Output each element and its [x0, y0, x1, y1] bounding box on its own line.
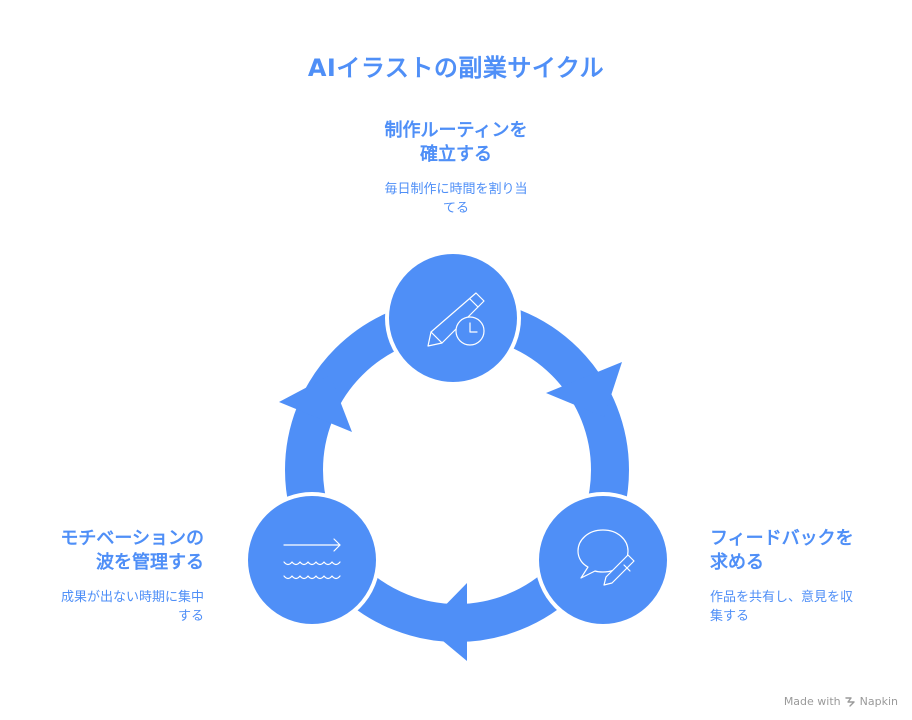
speech-bubble-pencil-icon [577, 529, 635, 586]
step-3-desc-line1: 成果が出ない時期に集中 [60, 590, 204, 605]
step-2-desc-line1: 作品を共有し、意見を収 [710, 590, 854, 605]
step-1-desc-line1: 毎日制作に時間を割り当 [384, 182, 528, 197]
arrow-waves-icon [283, 538, 341, 580]
step-3-description: 成果が出ない時期に集中 する [10, 588, 204, 626]
step-2-description: 作品を共有し、意見を収 集する [710, 588, 900, 626]
step-3-heading-line2: 波を管理する [96, 552, 204, 573]
cycle-arrow-bottom [425, 583, 467, 661]
step-3-heading-line1: モチベーションの [60, 528, 204, 549]
step-1-heading-line2: 確立する [420, 144, 492, 165]
step-node-1 [385, 250, 521, 386]
made-with-credit[interactable]: Made with Napkin [784, 695, 898, 708]
step-node-2 [535, 492, 671, 628]
step-node-3 [244, 492, 380, 628]
step-1-description: 毎日制作に時間を割り当 てる [306, 180, 606, 218]
cycle-arrow-left [279, 375, 352, 432]
step-2-heading: フィードバックを 求める [710, 527, 900, 575]
step-2-desc-line2: 集する [710, 609, 750, 624]
credit-prefix: Made with [783, 695, 841, 708]
cycle-arrow-right [546, 362, 622, 417]
credit-brand: Napkin [859, 695, 898, 708]
step-3-heading: モチベーションの 波を管理する [10, 527, 204, 575]
step-1-heading: 制作ルーティンを 確立する [306, 119, 606, 167]
pencil-clock-icon [427, 292, 485, 347]
step-3-desc-line2: する [177, 609, 204, 624]
step-1-heading-line1: 制作ルーティンを [384, 120, 528, 141]
step-1-desc-line2: てる [442, 201, 469, 216]
diagram-title: AIイラストの副業サイクル [307, 54, 605, 82]
step-2-heading-line2: 求める [710, 552, 764, 573]
step-2-heading-line1: フィードバックを [710, 528, 854, 549]
napkin-logo-icon [844, 697, 855, 707]
